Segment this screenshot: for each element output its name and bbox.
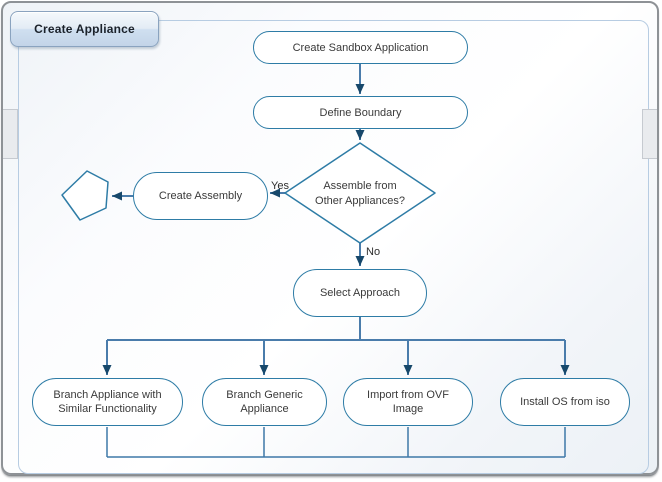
- connector-bottom-join: [106, 427, 566, 458]
- tab-label: Create Appliance: [34, 22, 135, 36]
- decision-line1: Assemble from: [323, 180, 397, 192]
- edge-label-yes: Yes: [271, 180, 289, 192]
- left-edge-handle: [3, 109, 18, 159]
- node-import-from-ovf: Import from OVF Image: [343, 378, 473, 426]
- node-define-boundary: Define Boundary: [253, 96, 468, 129]
- decision-line2: Other Appliances?: [315, 195, 405, 207]
- node-install-os-from-iso: Install OS from iso: [500, 378, 630, 426]
- diagram-page-frame: [18, 20, 649, 474]
- right-edge-handle: [642, 109, 657, 159]
- tab-create-appliance[interactable]: Create Appliance: [10, 11, 159, 47]
- node-branch-appliance-similar: Branch Appliance with Similar Functional…: [32, 378, 183, 426]
- node-branch-generic-appliance: Branch Generic Appliance: [202, 378, 327, 426]
- node-create-assembly: Create Assembly: [133, 172, 268, 220]
- edge-label-no: No: [366, 246, 381, 258]
- node-create-sandbox-application: Create Sandbox Application: [253, 31, 468, 64]
- decision-diamond-shape: [284, 142, 436, 244]
- pentagon-offpage-connector: [61, 170, 109, 221]
- node-decision-label: Assemble from Other Appliances?: [290, 179, 430, 209]
- node-select-approach: Select Approach: [293, 269, 427, 317]
